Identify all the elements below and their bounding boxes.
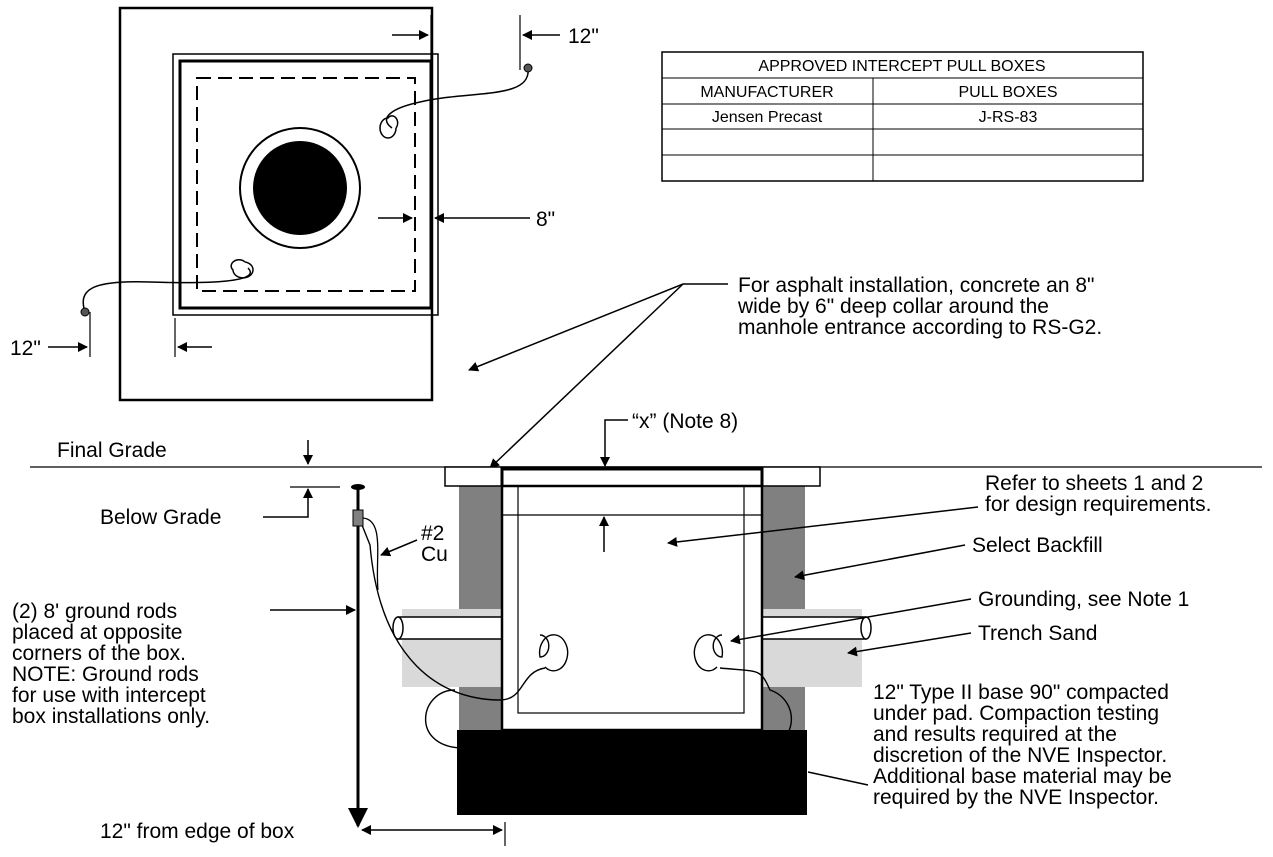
below-grade-label: Below Grade bbox=[100, 506, 221, 529]
dim-bottom-12-label: 12" bbox=[10, 337, 41, 360]
base-note: 12" Type II base 90" compacted under pad… bbox=[807, 681, 1172, 809]
ground-wire-left bbox=[359, 519, 546, 701]
table-cell: J-RS-83 bbox=[979, 109, 1038, 126]
svg-text:Grounding, see Note 1: Grounding, see Note 1 bbox=[978, 588, 1189, 611]
asphalt-note-leader bbox=[468, 283, 728, 372]
lid-outer-frame bbox=[172, 53, 439, 316]
final-grade-label: Final Grade bbox=[57, 439, 167, 462]
x-note-leader bbox=[604, 419, 628, 440]
svg-text:for design requirements.: for design requirements. bbox=[985, 493, 1211, 516]
ground-wire-coil-bottom bbox=[230, 259, 254, 279]
svg-text:Additional base material may b: Additional base material may be bbox=[873, 765, 1172, 788]
ground-wire-right bbox=[719, 667, 793, 751]
plan-view: 12" 8" 12" bbox=[10, 6, 599, 402]
backfill-right-lower bbox=[762, 687, 805, 730]
asphalt-note: For asphalt installation, concrete an 8"… bbox=[468, 274, 1102, 469]
svg-text:under pad. Compaction testing: under pad. Compaction testing bbox=[873, 702, 1159, 725]
table-cell: Jensen Precast bbox=[712, 109, 823, 126]
svg-text:discretion of the NVE Inspecto: discretion of the NVE Inspector. bbox=[873, 744, 1167, 767]
ground-wire-coil-top bbox=[379, 115, 399, 139]
svg-text:(2) 8' ground rods: (2) 8' ground rods bbox=[12, 600, 177, 623]
svg-text:and results required at the: and results required at the bbox=[873, 723, 1117, 746]
wire-size-label: #2 bbox=[421, 522, 444, 545]
svg-text:Trench Sand: Trench Sand bbox=[978, 622, 1097, 645]
ground-rod-bottom-icon bbox=[80, 307, 90, 317]
box-wall-hidden-line bbox=[196, 77, 416, 292]
ground-rod-top-icon bbox=[523, 63, 533, 73]
svg-text:For asphalt installation, conc: For asphalt installation, concrete an 8" bbox=[738, 274, 1095, 297]
backfill-left-lower bbox=[459, 687, 502, 730]
edge-of-box-label: 12" from edge of box bbox=[100, 820, 295, 843]
table-header-manufacturer: MANUFACTURER bbox=[700, 84, 833, 101]
backfill-left bbox=[459, 486, 502, 609]
lid-inner-frame bbox=[178, 59, 433, 310]
ground-coil-left bbox=[538, 634, 569, 672]
ground-rods-note: (2) 8' ground rods placed at opposite co… bbox=[12, 600, 356, 728]
dim-8-label: 8" bbox=[536, 208, 555, 231]
wire-material-label: Cu bbox=[421, 543, 448, 566]
table-header-pull-boxes: PULL BOXES bbox=[958, 84, 1057, 101]
box-inner-wall bbox=[517, 485, 745, 714]
manhole-opening bbox=[253, 141, 347, 235]
ground-wire-top bbox=[385, 67, 529, 129]
rod-wire bbox=[362, 517, 379, 591]
asphalt-note-leader-2 bbox=[489, 283, 684, 469]
svg-text:NOTE: Ground rods: NOTE: Ground rods bbox=[12, 663, 199, 686]
x-note-label: “x” (Note 8) bbox=[632, 410, 738, 433]
approved-pull-boxes-table: APPROVED INTERCEPT PULL BOXES MANUFACTUR… bbox=[661, 51, 1144, 182]
svg-text:placed at opposite: placed at opposite bbox=[12, 621, 182, 644]
section-view: “x” (Note 8) Final Grade Below Grade #2 … bbox=[12, 410, 1262, 846]
svg-text:for use with intercept: for use with intercept bbox=[12, 684, 206, 707]
svg-text:box installations only.: box installations only. bbox=[12, 705, 210, 728]
svg-text:wide by 6" deep collar around: wide by 6" deep collar around the bbox=[737, 295, 1049, 318]
svg-text:required by the NVE Inspector.: required by the NVE Inspector. bbox=[873, 786, 1159, 809]
svg-text:12" Type II base 90" compacted: 12" Type II base 90" compacted bbox=[873, 681, 1169, 704]
svg-text:manhole entrance according to: manhole entrance according to RS-G2. bbox=[738, 316, 1102, 339]
svg-text:Select Backfill: Select Backfill bbox=[972, 534, 1103, 557]
table-title: APPROVED INTERCEPT PULL BOXES bbox=[758, 58, 1045, 75]
right-labels: Refer to sheets 1 and 2 for design requi… bbox=[667, 472, 1211, 657]
ground-rod-clamp-icon bbox=[352, 509, 364, 527]
dim-top-12-label: 12" bbox=[568, 25, 599, 48]
conduit-right-end bbox=[860, 616, 872, 640]
ground-rod-cap bbox=[351, 484, 365, 490]
svg-text:corners of the box.: corners of the box. bbox=[12, 642, 186, 665]
conduit-left-end bbox=[392, 616, 404, 640]
box-body bbox=[500, 484, 764, 732]
base-pad bbox=[457, 730, 807, 815]
backfill-right bbox=[762, 486, 805, 609]
svg-text:Refer to sheets 1 and 2: Refer to sheets 1 and 2 bbox=[985, 472, 1203, 495]
ground-wire-left-2 bbox=[424, 689, 461, 749]
ground-coil-right bbox=[693, 634, 724, 672]
